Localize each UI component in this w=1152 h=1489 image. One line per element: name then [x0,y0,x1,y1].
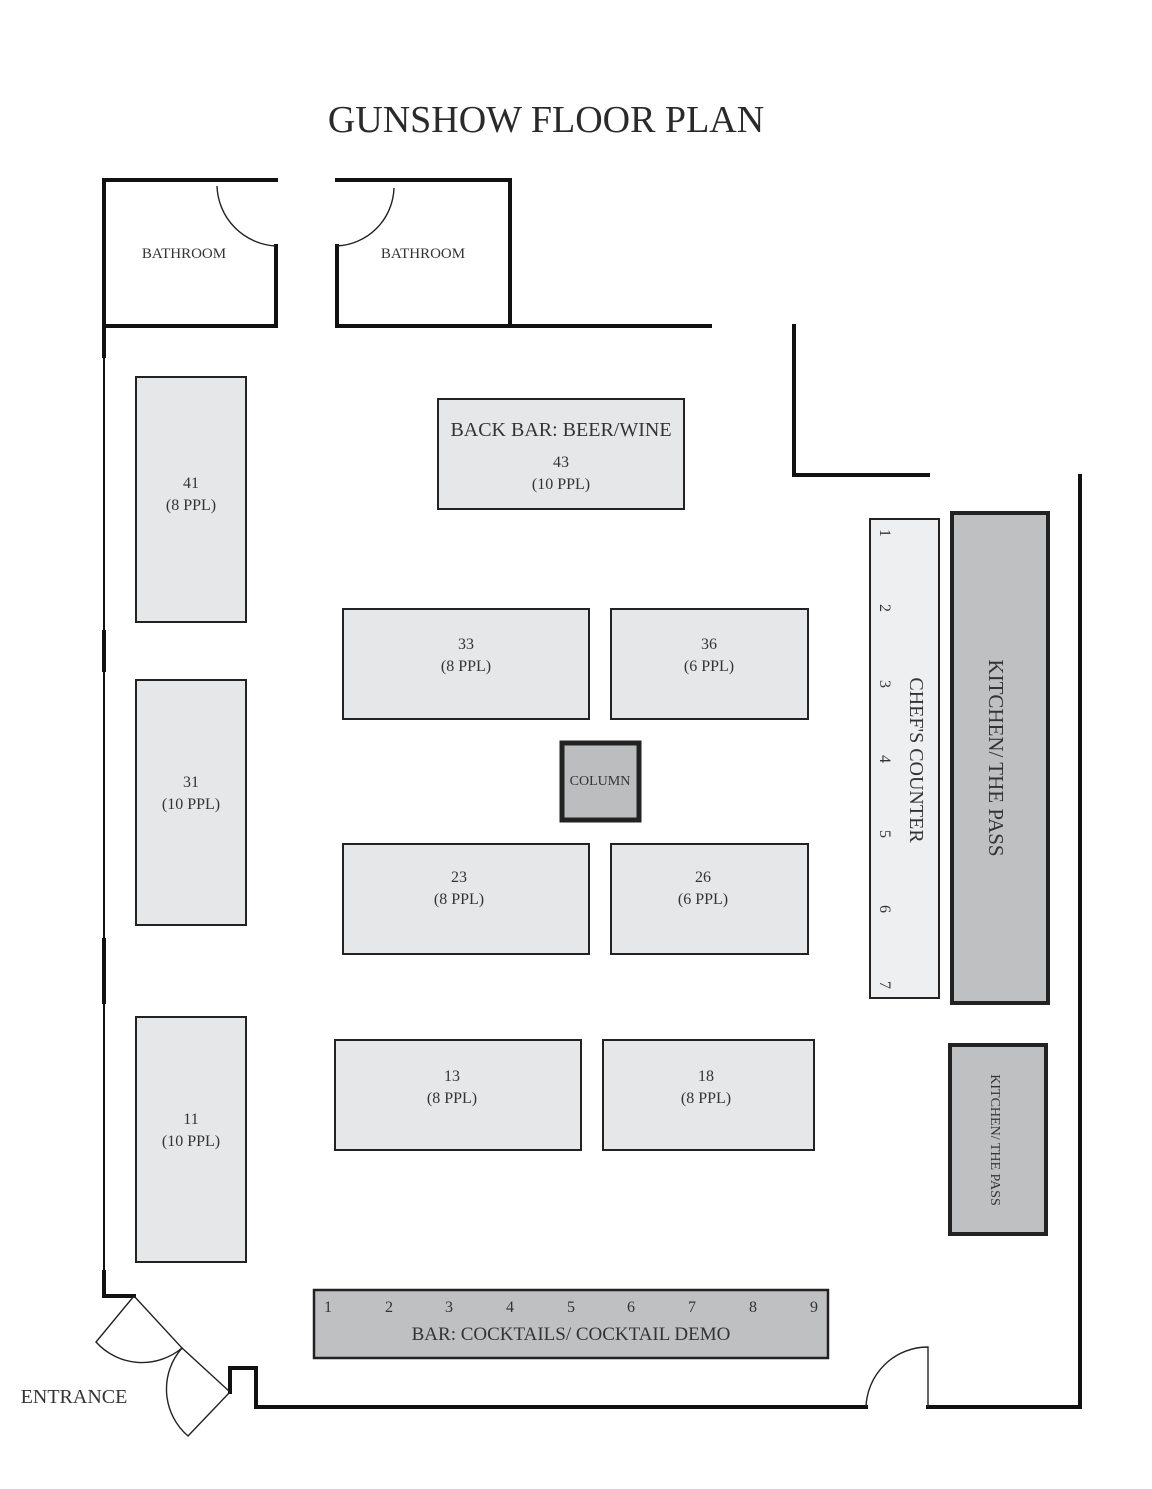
bar-seat-6: 6 [627,1299,635,1316]
chefs-counter-seat-6: 6 [876,905,893,913]
table-capacity: (8 PPL) [427,1090,477,1107]
back-door [865,1346,929,1408]
table-capacity: (10 PPL) [162,796,220,813]
entrance-label: ENTRANCE [21,1386,128,1408]
chefs-counter-seat-4: 4 [876,755,893,763]
corner-wall [792,324,930,477]
table-capacity: (10 PPL) [162,1133,220,1150]
table-capacity: (8 PPL) [681,1090,731,1107]
kitchen-main: KITCHEN/ THE PASS [950,511,1050,1005]
table-capacity: (8 PPL) [441,658,491,675]
table-33[interactable]: 33 (8 PPL) [342,608,590,720]
chefs-counter-seat-7: 7 [876,981,893,989]
table-31[interactable]: 31 (10 PPL) [135,679,247,926]
bathroom-right-door [336,187,395,247]
chefs-counter-seat-2: 2 [876,604,893,612]
table-number: 41 [183,475,199,492]
kitchen-small-label: KITCHEN/ THE PASS [987,1074,1002,1205]
bar-seat-1: 1 [324,1299,332,1316]
chefs-counter[interactable]: CHEF'S COUNTER 1 2 3 4 5 6 7 [869,518,940,999]
bar-seat-3: 3 [445,1299,453,1316]
table-18[interactable]: 18 (8 PPL) [602,1039,815,1151]
bathroom-right-top-wall [335,178,512,328]
table-number: 11 [183,1111,198,1128]
doors [95,185,929,1437]
table-number: 43 [553,454,569,471]
table-capacity: (8 PPL) [166,497,216,514]
table-capacity: (10 PPL) [532,476,590,493]
table-number: 18 [698,1068,714,1085]
kitchen-main-label: KITCHEN/ THE PASS [984,659,1008,856]
column: COLUMN [559,740,642,823]
table-number: 13 [444,1068,460,1085]
back-bar-label: BACK BAR: BEER/WINE [450,419,671,441]
bathroom-right-label: BATHROOM [381,246,465,262]
table-number: 31 [183,774,199,791]
chefs-counter-seat-5: 5 [876,830,893,838]
entrance-wall-right [228,1366,868,1409]
entrance-door-left [95,1295,184,1364]
table-capacity: (6 PPL) [678,891,728,908]
bar-seat-8: 8 [749,1299,757,1316]
table-26[interactable]: 26 (6 PPL) [610,843,809,955]
entrance-wall-left [102,1270,136,1298]
table-number: 26 [695,869,711,886]
bar-seat-4: 4 [506,1299,514,1316]
table-13[interactable]: 13 (8 PPL) [334,1039,582,1151]
chefs-counter-seat-1: 1 [876,529,893,537]
table-number: 23 [451,869,467,886]
table-41[interactable]: 41 (8 PPL) [135,376,247,623]
table-11[interactable]: 11 (10 PPL) [135,1016,247,1263]
bathroom-right-wall [335,244,712,328]
back-bar[interactable]: BACK BAR: BEER/WINE 43 (10 PPL) [437,398,685,510]
bathroom-left-door [216,185,277,247]
cocktail-bar[interactable]: BAR: COCKTAILS/ COCKTAIL DEMO 1 2 3 4 5 … [312,1288,830,1360]
bar-seat-5: 5 [567,1299,575,1316]
table-capacity: (8 PPL) [434,891,484,908]
walls [102,178,1082,1409]
table-capacity: (6 PPL) [684,658,734,675]
chefs-counter-seat-3: 3 [876,680,893,688]
bar-seat-9: 9 [810,1299,818,1316]
bar-seat-2: 2 [385,1299,393,1316]
table-36[interactable]: 36 (6 PPL) [610,608,809,720]
table-23[interactable]: 23 (8 PPL) [342,843,590,955]
plan-title: GUNSHOW FLOOR PLAN [328,99,764,141]
bar-seat-7: 7 [688,1299,696,1316]
column-label: COLUMN [570,774,631,789]
entrance-door-right [165,1347,231,1437]
cocktail-bar-label: BAR: COCKTAILS/ COCKTAIL DEMO [412,1324,731,1345]
table-number: 33 [458,636,474,653]
kitchen-small: KITCHEN/ THE PASS [948,1043,1048,1236]
bathroom-left-label: BATHROOM [142,246,226,262]
chefs-counter-label: CHEF'S COUNTER [905,677,927,843]
table-number: 36 [701,636,717,653]
